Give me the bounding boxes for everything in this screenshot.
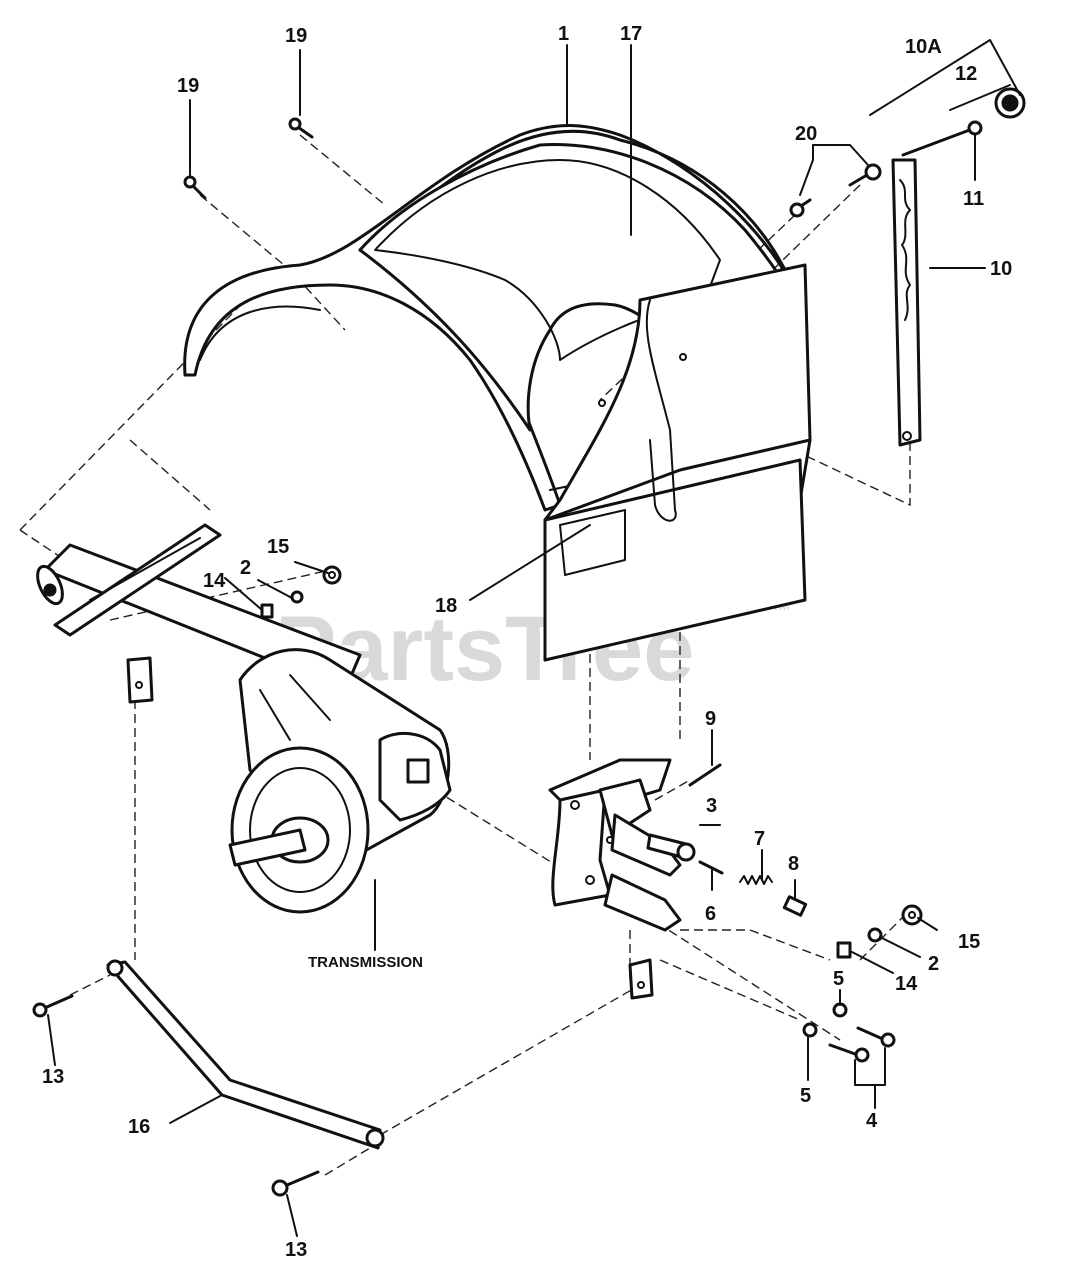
callout-13-upper: 13 [42,1066,64,1088]
leader-lines [47,39,1021,1237]
pin-6 [698,860,724,875]
callout-9: 9 [705,708,716,730]
hitch-bracket [548,758,682,932]
washer-5-lower [802,1022,818,1038]
callout-8: 8 [788,853,799,875]
bolt-20-left [789,198,812,218]
callout-7: 7 [754,828,765,850]
spacer-14-right [836,941,852,959]
spring-7 [739,875,773,885]
callout-14-left: 14 [203,570,226,592]
pin-9 [688,763,722,787]
bushing-3 [646,833,696,862]
transmission [228,648,452,914]
washer-2-left [290,590,304,604]
callout-19-left: 19 [177,75,199,97]
callout-1: 1 [558,23,569,45]
callout-2-right: 2 [928,953,939,975]
bolt-4-upper [856,1026,896,1048]
callout-15-left: 15 [267,536,289,558]
callout-19-top: 19 [285,25,307,47]
bolt-13-lower [271,1170,320,1197]
callout-6: 6 [705,903,716,925]
bolt-4-lower [828,1043,870,1063]
knob-8 [782,895,808,917]
callout-11: 11 [963,188,984,210]
callout-numbers: 1 17 19 19 20 10A 12 11 10 18 15 2 14 9 … [42,23,1012,1261]
depth-bar [891,126,977,447]
callout-18: 18 [435,595,457,617]
callout-10: 10 [990,258,1012,280]
nut-15-right [901,904,923,926]
callout-12: 12 [955,63,977,85]
callout-10a: 10A [905,36,942,58]
callout-17: 17 [620,23,642,45]
bolt-13-upper [32,994,74,1018]
callout-15-right: 15 [958,931,980,953]
callout-16: 16 [128,1116,150,1138]
callout-14-right: 14 [895,973,918,995]
bolt-19-left [183,175,207,200]
nut-15-left [322,565,342,585]
callout-5-lower: 5 [800,1085,811,1107]
callout-13-lower: 13 [285,1239,307,1261]
callout-4: 4 [866,1110,878,1132]
shield-flap [543,263,812,662]
callout-5-upper: 5 [833,968,844,990]
bolt-20-right [848,163,882,187]
pivot-bracket [628,958,654,1000]
washer-2-right [867,927,883,943]
callout-20: 20 [795,123,817,145]
spacer-14-left [260,603,274,619]
callout-2-left: 2 [240,557,251,579]
transmission-bracket [126,656,154,704]
callout-3: 3 [706,795,717,817]
depth-bar-knob [967,87,1026,136]
bolt-19-right [288,117,314,139]
transmission-label: TRANSMISSION [308,954,423,971]
